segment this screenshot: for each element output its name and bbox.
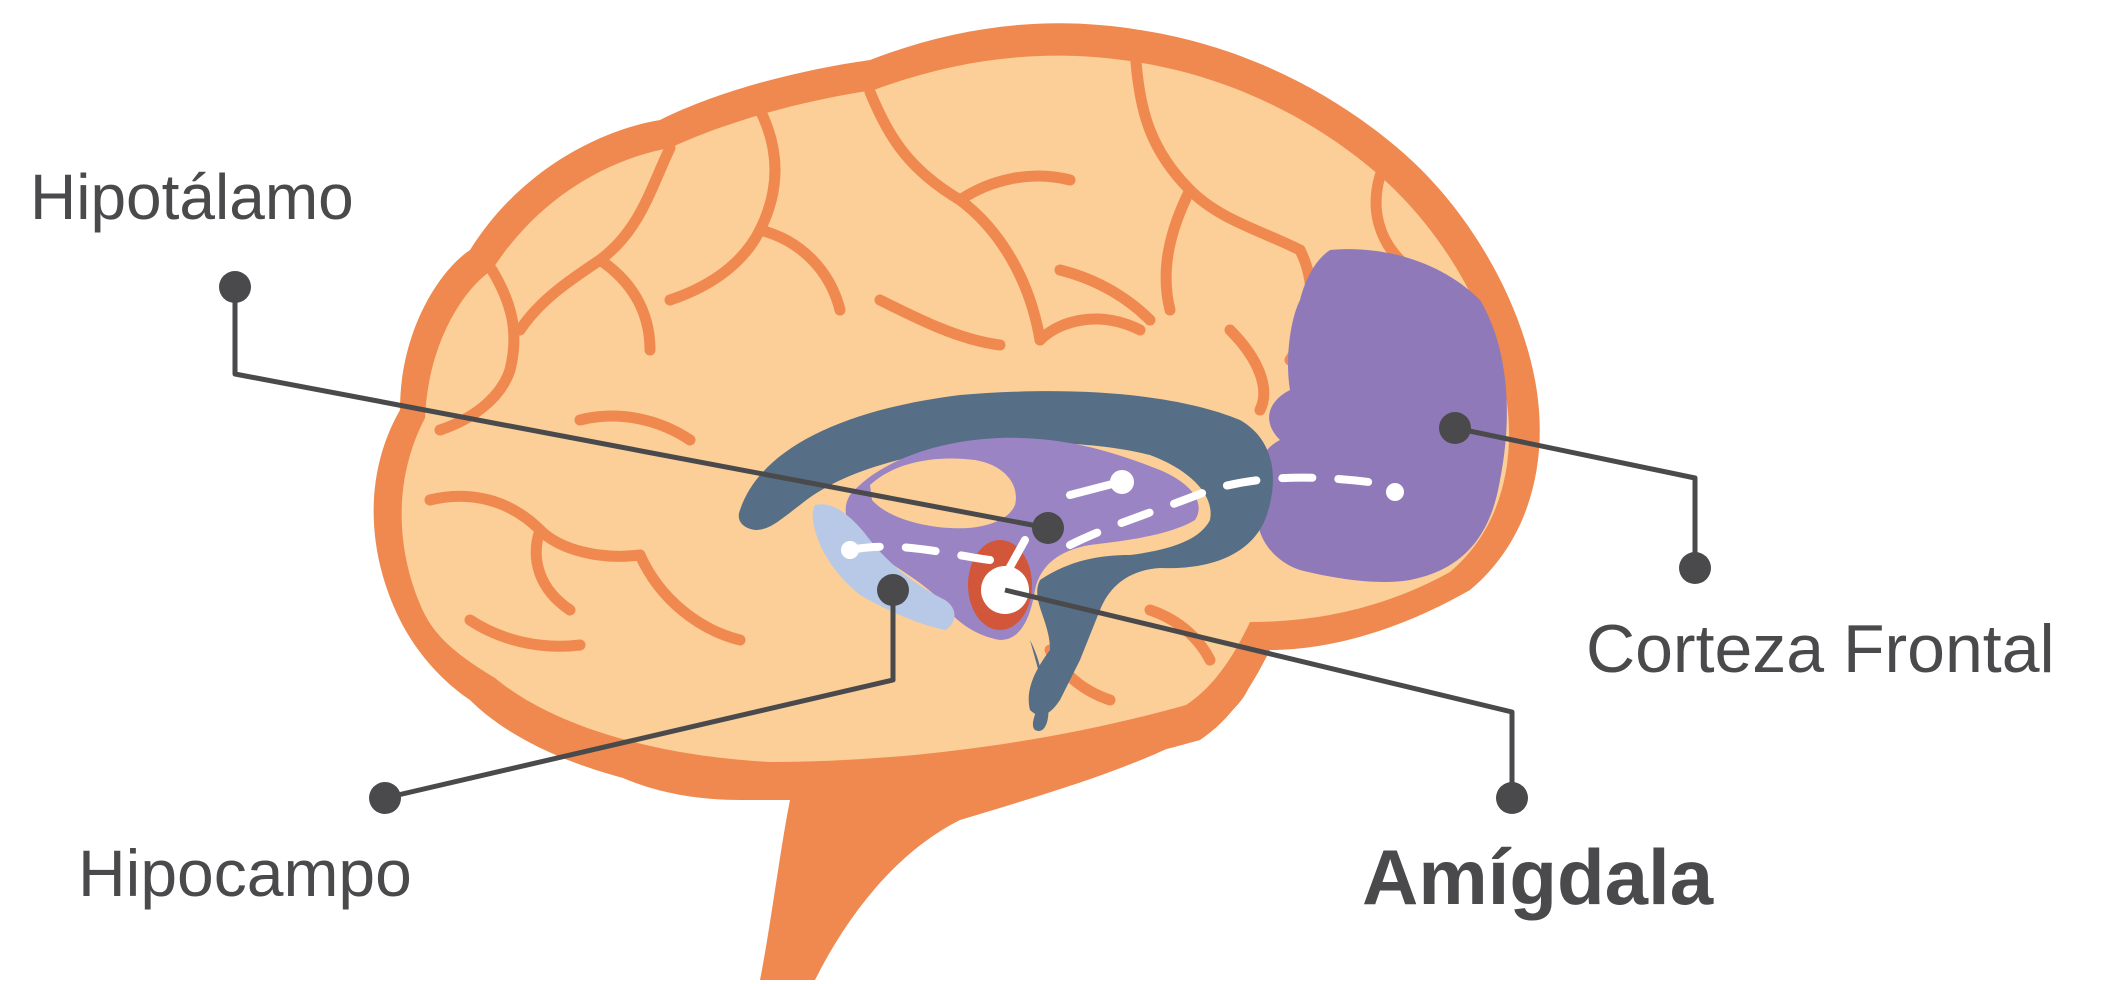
label-hipotalamo: Hipotálamo <box>30 165 354 229</box>
dot-corteza-target <box>1439 412 1471 444</box>
dot-hipocampo-label <box>369 782 401 814</box>
dot-hipocampo-target <box>877 574 909 606</box>
dot-hipotalamo-label <box>219 271 251 303</box>
label-hipocampo: Hipocampo <box>78 840 412 906</box>
dot-amigdala-label <box>1496 782 1528 814</box>
label-amigdala: Amígdala <box>1362 838 1713 916</box>
dot-corteza-label <box>1679 552 1711 584</box>
pathway-node <box>1386 483 1404 501</box>
pathway-node <box>1110 470 1134 494</box>
dot-hipotalamo-target <box>1032 512 1064 544</box>
pathway-node <box>841 541 859 559</box>
label-corteza-frontal: Corteza Frontal <box>1586 615 2055 683</box>
